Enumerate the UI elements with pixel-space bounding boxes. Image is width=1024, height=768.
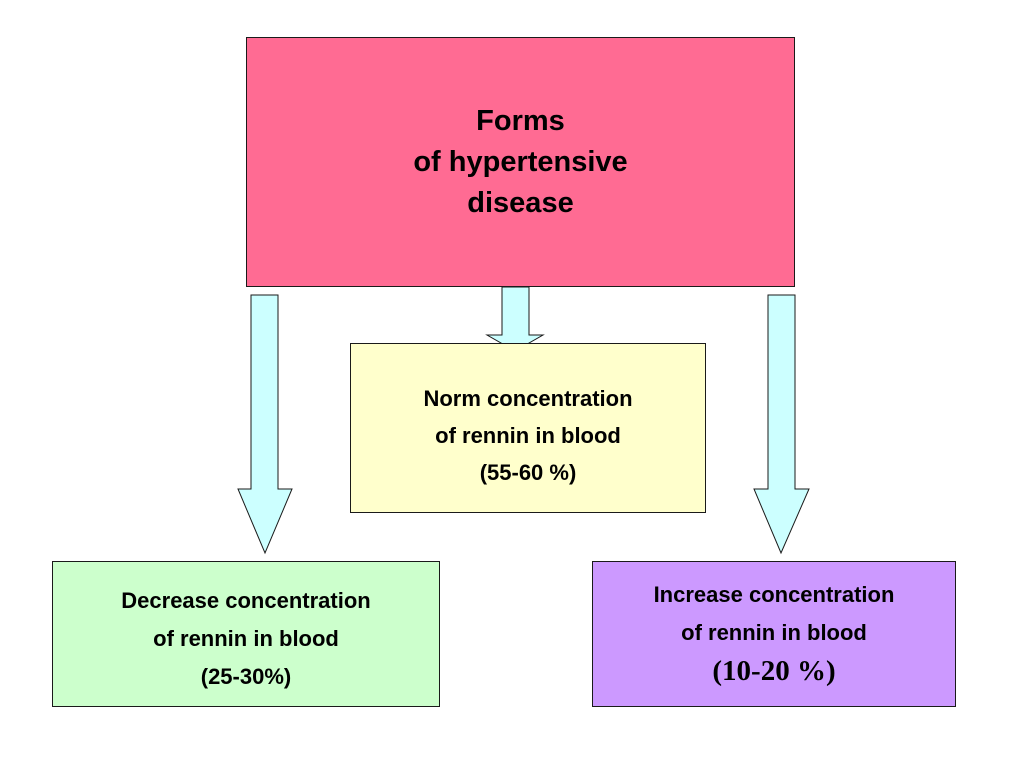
top-box-line-2: of hypertensive xyxy=(413,146,628,178)
norm-concentration-box: Norm concentration of rennin in blood (5… xyxy=(350,343,706,513)
middle-box-line-3: (55-60 %) xyxy=(479,460,577,485)
increase-concentration-box: Increase concentration of rennin in bloo… xyxy=(592,561,956,707)
right-box-line-3: (10-20 %) xyxy=(712,655,836,687)
forms-of-hypertensive-disease-box: Forms of hypertensive disease xyxy=(246,37,795,287)
arrow-to-decrease xyxy=(237,294,293,555)
right-box-line-1: Increase concentration xyxy=(653,582,895,607)
middle-box-line-2: of rennin in blood xyxy=(435,423,621,448)
left-box-line-2: of rennin in blood xyxy=(153,626,339,651)
right-box-line-2: of rennin in blood xyxy=(681,620,867,645)
top-box-line-3: disease xyxy=(467,187,574,219)
top-box-line-1: Forms xyxy=(476,105,565,137)
left-box-line-3: (25-30%) xyxy=(200,664,292,689)
decrease-concentration-box: Decrease concentration of rennin in bloo… xyxy=(52,561,440,707)
arrow-to-increase xyxy=(753,294,810,555)
left-box-line-1: Decrease concentration xyxy=(121,588,371,613)
arrow-to-norm xyxy=(485,286,545,352)
middle-box-line-1: Norm concentration xyxy=(423,386,633,411)
